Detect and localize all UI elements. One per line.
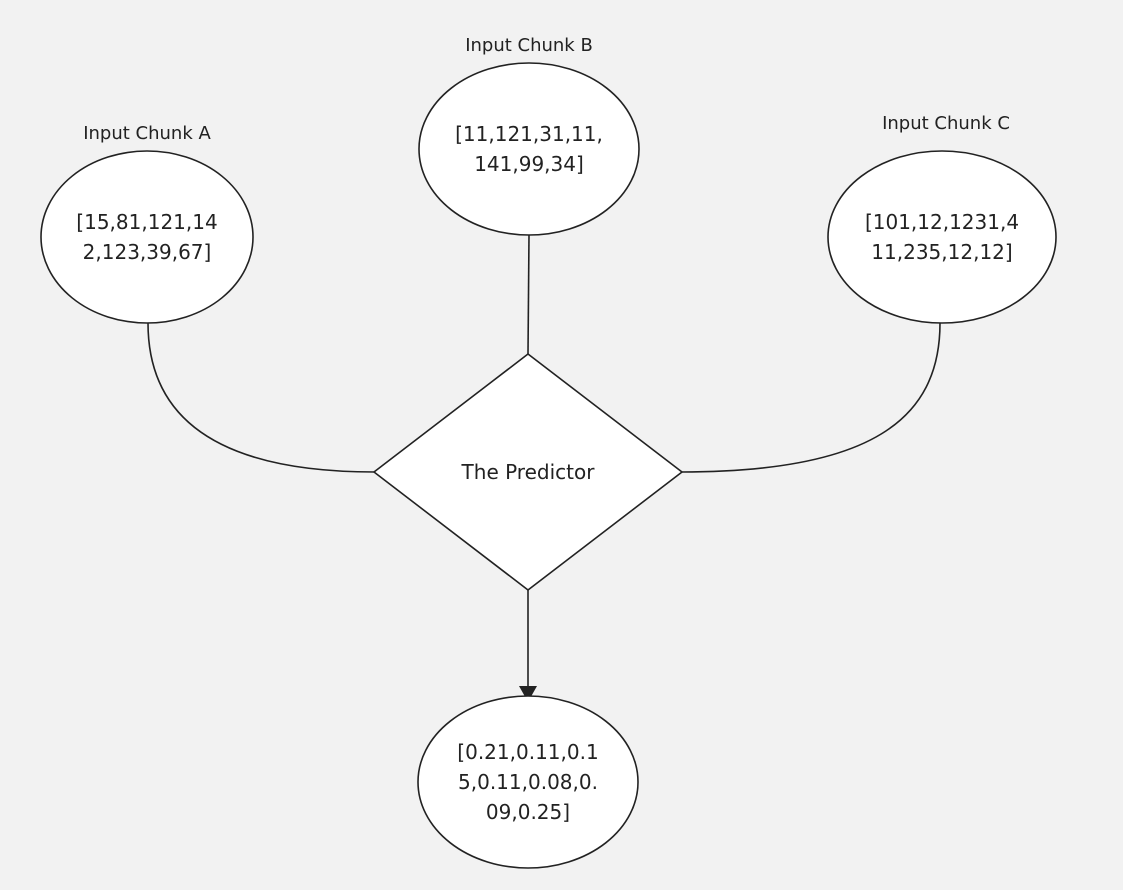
arrowhead: [519, 686, 537, 702]
output-values: [0.21,0.11,0.1 5,0.11,0.08,0. 09,0.25]: [428, 722, 628, 842]
chunk-c-ellipse: [827, 150, 1057, 324]
output-line-2: 5,0.11,0.08,0.: [458, 770, 598, 794]
chunk-c-line-1: [101,12,1231,4: [864, 210, 1020, 234]
chunk-b-ellipse: [418, 62, 640, 236]
chunk-b-label: Input Chunk B: [465, 35, 593, 56]
connector-chunk-b-to-predictor: [527, 234, 530, 355]
chunk-a-values: [15,81,121,14 2,123,39,67]: [47, 187, 247, 287]
connector-chunk-a-to-predictor: [147, 322, 376, 473]
chunk-c-label: Input Chunk C: [882, 113, 1010, 134]
output-line-1: [0.21,0.11,0.1: [457, 740, 599, 764]
chunk-b-line-1: [11,121,31,11,: [455, 122, 603, 146]
output-line-3: 09,0.25]: [485, 800, 571, 824]
chunk-c-line-2: 11,235,12,12]: [871, 240, 1013, 264]
chunk-a-line-1: [15,81,121,14: [76, 210, 218, 234]
chunk-a-label: Input Chunk A: [83, 123, 211, 144]
chunk-c-values: [101,12,1231,4 11,235,12,12]: [832, 187, 1052, 287]
chunk-a-ellipse: [40, 150, 254, 324]
output-ellipse: [417, 695, 639, 869]
predictor-text: The Predictor: [461, 460, 595, 484]
chunk-a-line-2: 2,123,39,67]: [82, 240, 212, 264]
chunk-b-line-2: 141,99,34]: [474, 152, 584, 176]
predictor-diamond: [372, 352, 684, 592]
predictor-label: The Predictor: [418, 452, 638, 492]
chunk-b-values: [11,121,31,11, 141,99,34]: [429, 99, 629, 199]
connector-chunk-c-to-predictor: [680, 322, 941, 473]
